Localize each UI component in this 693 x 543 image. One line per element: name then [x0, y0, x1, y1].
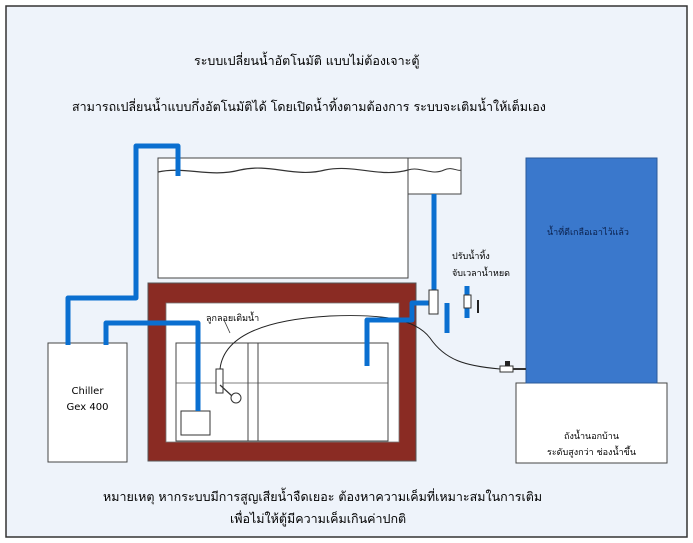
reservoir-tank — [525, 157, 658, 384]
reservoir-stand — [515, 382, 668, 464]
chiller-label-line2: Gex 400 — [66, 402, 109, 413]
float-valve-label: ลูกลอยเติมน้ำ — [206, 314, 260, 324]
chiller-box — [47, 342, 128, 463]
diagram-title: ระบบเปลี่ยนน้ำอัตโนมัติ แบบไม่ต้องเจาะตู… — [194, 53, 420, 68]
reservoir-valve — [499, 365, 514, 373]
stand-label-line1: ถังน้ำนอกบ้าน — [564, 432, 619, 442]
footnote-line1: หมายเหตุ หากระบบมีการสูญเสียน้ำจืดเยอะ ต… — [103, 489, 543, 504]
float-label-leader — [223, 319, 231, 334]
return-pump — [180, 410, 211, 436]
drip-valve — [463, 294, 472, 309]
tank-water-line — [157, 167, 409, 174]
topoff-tube — [219, 315, 501, 370]
aquarium-tank — [157, 157, 409, 279]
stand-label-line2: ระดับสูงกว่า ช่องน้ำขึ้น — [547, 448, 636, 458]
chiller-label-line1: Chiller — [71, 386, 104, 397]
footnote-line2: เพื่อไม่ให้ตู้มีความเค็มเกินค่าปกติ — [230, 511, 407, 526]
diagram-subtitle: สามารถเปลี่ยนน้ำแบบกึ่งอัตโนมัติได้ โดยเ… — [72, 99, 546, 114]
valve-note-line1: ปรับน้ำทิ้ง — [452, 252, 490, 262]
float-valve-body — [215, 368, 224, 394]
reservoir-label: น้ำที่ดีเกลือเอาไว้แล้ว — [547, 228, 629, 238]
overflow-water-line — [407, 168, 462, 173]
float-ball — [230, 392, 242, 404]
valve-note-line2: จับเวลาน้ำหยด — [452, 269, 510, 279]
overflow-box — [407, 157, 462, 195]
chiller-return-pipe — [103, 320, 201, 411]
sump-tank — [175, 342, 389, 442]
sump-feed-pipe — [364, 300, 434, 366]
drain-valve — [428, 289, 439, 315]
chiller-outlet-pipe — [65, 143, 181, 345]
blue-pipes — [65, 143, 470, 411]
reservoir-valve-handle — [505, 361, 510, 366]
float-arm — [219, 384, 233, 397]
